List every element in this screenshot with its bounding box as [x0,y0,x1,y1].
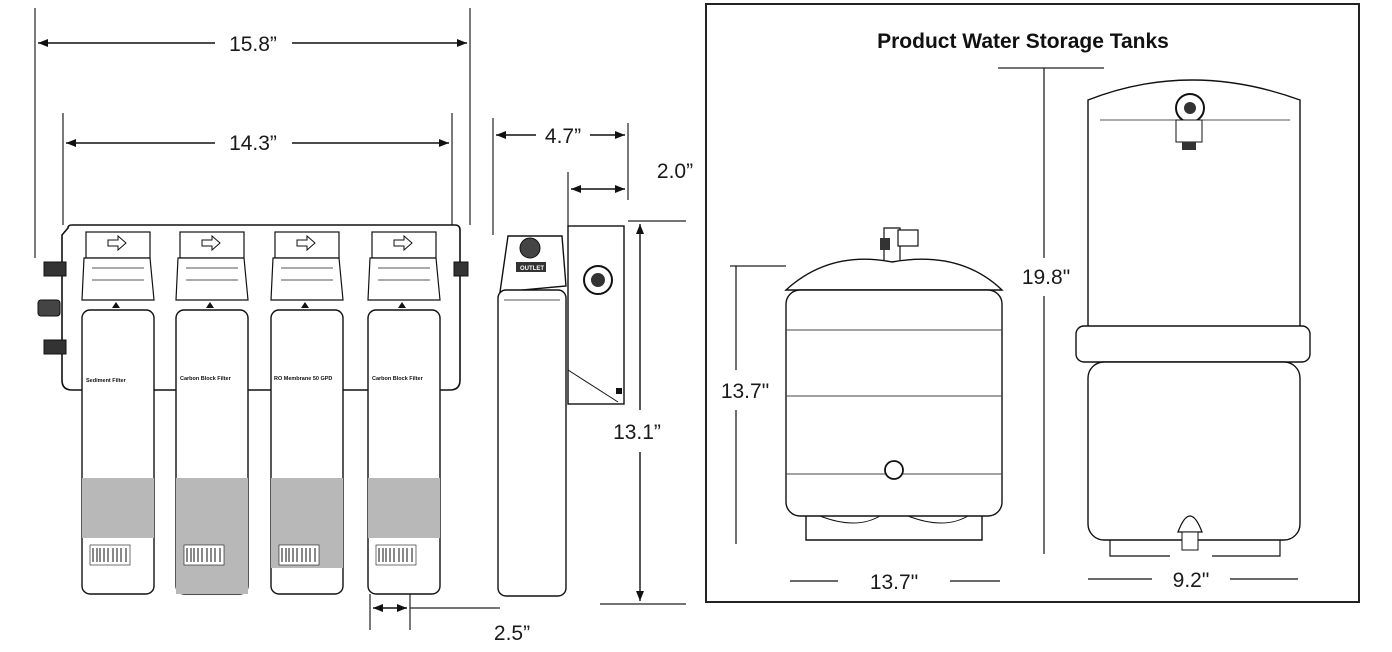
tanks-panel-title: Product Water Storage Tanks [877,30,1169,53]
tanks-panel: Product Water Storage Tanks 13.7" 13.7" [705,3,1360,603]
filter-system-side-view: OUTLET [497,225,625,597]
overall-width-label: 15.8” [229,33,277,56]
cartridge-3: RO Membrane 50 GPD [270,231,344,595]
dimension-overall-width: 15.8” [34,8,471,258]
filter-system-front-view: Sediment Filter Carbon Block Filter [37,224,469,595]
cartridge-4-label: Carbon Block Filter [372,376,424,382]
inlet-fittings [37,261,469,355]
side-depth-label: 4.7” [545,125,581,148]
dimension-small-tank-height: 13.7" [721,265,786,544]
height-label: 13.1” [613,421,661,444]
large-tank-height-label: 19.8" [1022,266,1070,289]
dimension-bracket-depth: 2.0” [567,160,693,226]
small-tank-height-label: 13.7" [721,380,769,403]
dimension-cartridge-spacing: 2.5” [369,594,530,645]
cartridge-3-label: RO Membrane 50 GPD [274,376,332,382]
large-tank [1075,79,1311,557]
dimension-large-tank-width: 9.2" [1088,569,1298,592]
dimension-manifold-width: 14.3” [62,113,453,225]
cartridge-2-label: Carbon Block Filter [180,376,232,382]
cartridge-1-label: Sediment Filter [86,378,127,384]
cartridge-4: Carbon Block Filter [367,231,441,595]
dimension-large-tank-height: 19.8" [998,67,1104,554]
bracket-depth-label: 2.0” [657,160,693,183]
dimension-small-tank-width: 13.7" [790,571,1000,594]
large-tank-width-label: 9.2" [1173,569,1210,592]
small-tank-width-label: 13.7" [870,571,918,594]
cartridge-1: Sediment Filter [81,231,155,595]
outlet-label: OUTLET [520,266,544,272]
dimension-side-depth: 4.7” [492,118,629,235]
manifold-width-label: 14.3” [229,132,277,155]
small-tank [784,227,1004,541]
cartridge-spacing-label: 2.5” [494,622,530,645]
dimension-height: 13.1” [600,220,686,605]
cartridge-2: Carbon Block Filter [175,231,249,595]
